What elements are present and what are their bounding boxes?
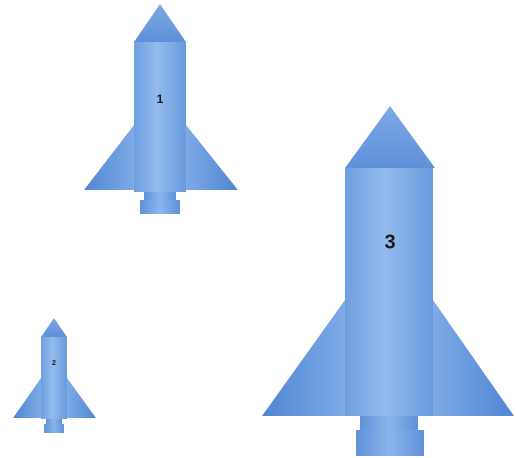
rocket-1-left-fin: [84, 125, 134, 190]
rocket-3-body: [345, 168, 433, 416]
rocket-1-right-fin: [186, 125, 238, 190]
rocket-1: 1: [84, 4, 238, 214]
rocket-3: 3: [262, 106, 514, 456]
rocket-3-left-fin: [262, 300, 345, 416]
rocket-2-nozzle: [44, 424, 64, 433]
rocket-3-nozzle: [356, 430, 424, 456]
rocket-3-nose: [345, 106, 435, 168]
rocket-3-label: 3: [384, 231, 395, 253]
rocket-1-nozzle: [140, 200, 180, 214]
rocket-1-body: [134, 42, 186, 192]
rocket-2-right-fin: [67, 378, 96, 418]
rocket-3-nozzle-top: [360, 416, 418, 430]
rocket-2-nozzle-top: [46, 419, 62, 424]
rocket-2: 2: [13, 318, 96, 433]
rocket-1-nozzle-top: [144, 192, 176, 200]
rocket-1-label: 1: [157, 92, 164, 106]
rocket-2-nose: [41, 318, 67, 337]
rocket-2-body: [41, 337, 67, 419]
rocket-3-right-fin: [433, 300, 514, 416]
rocket-2-left-fin: [13, 378, 41, 418]
rocket-1-nose: [134, 4, 186, 42]
rocket-2-label: 2: [52, 360, 56, 367]
